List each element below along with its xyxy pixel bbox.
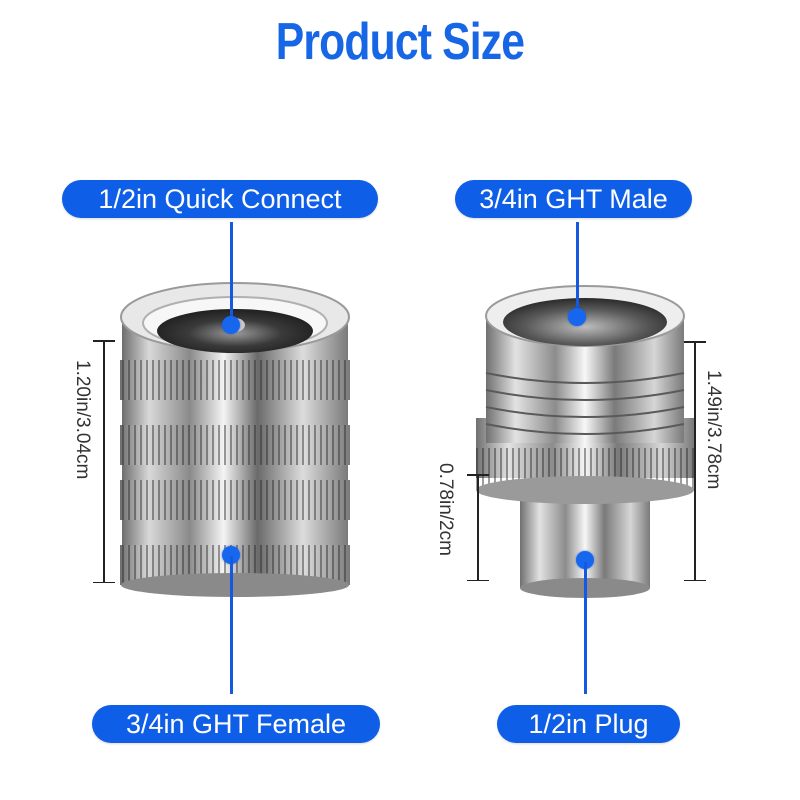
label-ght-male: 3/4in GHT Male [455, 180, 692, 218]
dimension-label-plug-height: 0.78in/2cm [435, 463, 456, 556]
page-title: Product Size [275, 13, 525, 71]
label-plug: 1/2in Plug [497, 705, 680, 743]
leader-line-quick-connect [230, 222, 233, 322]
callout-dot-quick-connect [222, 316, 240, 334]
dimension-line-plug-height [469, 474, 486, 581]
dimension-line-right-height [686, 341, 703, 581]
callout-dot-plug [576, 551, 594, 569]
callout-dot-ght-male [568, 308, 586, 326]
dimension-label-right-height: 1.49in/3.78cm [703, 370, 724, 490]
label-ght-female: 3/4in GHT Female [92, 705, 380, 743]
dimension-line-left-height [95, 340, 112, 583]
leader-line-ght-male [576, 222, 579, 314]
leader-line-ght-female [230, 556, 233, 694]
label-quick-connect: 1/2in Quick Connect [62, 180, 378, 218]
callout-dot-ght-female [222, 546, 240, 564]
male-plug-adapter-image [476, 285, 694, 598]
dimension-label-left-height: 1.20in/3.04cm [72, 360, 93, 480]
leader-line-plug [584, 562, 587, 694]
